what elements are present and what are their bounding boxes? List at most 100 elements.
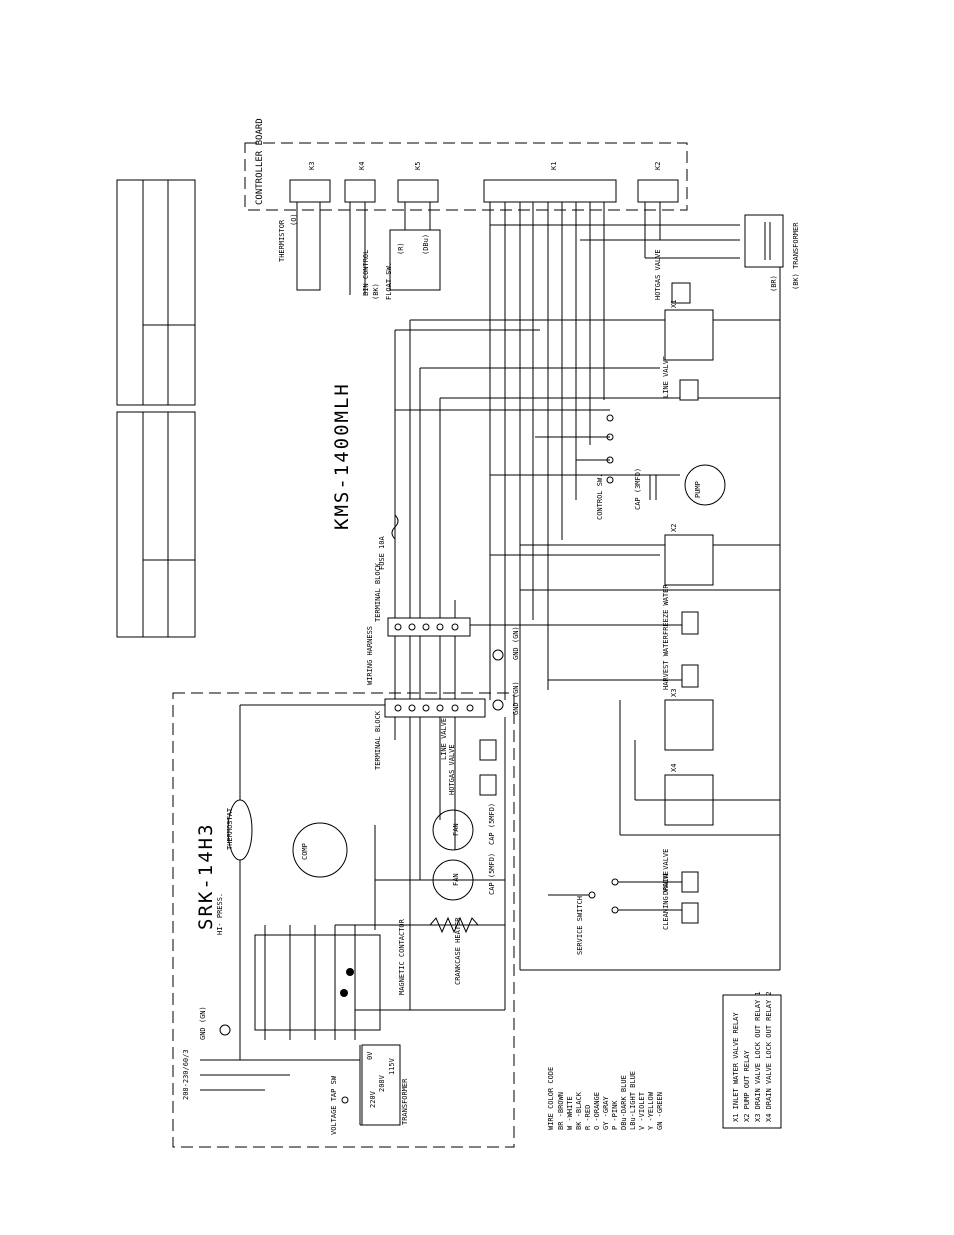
relay-legend-item: X1 INLET WATER VALVE RELAY bbox=[732, 1012, 740, 1122]
bin-control-color: (BK) bbox=[372, 283, 380, 300]
freeze-water: FREEZE WATER bbox=[662, 584, 699, 635]
crankcase-heater-label: CRANKCASE HEATER bbox=[454, 917, 462, 985]
float-switch-dbu: (DBu) bbox=[422, 234, 430, 255]
line-valve: LINE VALVE bbox=[662, 356, 699, 401]
voltage-tap-switch: VOLTAGE TAP SW bbox=[330, 1075, 349, 1135]
service-switch-label: SERVICE SWITCH bbox=[576, 896, 584, 955]
relay-legend: X1 INLET WATER VALVE RELAY X2 PUMP OUT R… bbox=[722, 991, 782, 1129]
fan-label-2: FAN bbox=[452, 873, 460, 886]
controller-connectors: CONTROLLER BOARD K3 K4 K5 K1 K2 bbox=[255, 118, 679, 205]
controller-board-outline bbox=[244, 142, 688, 211]
wire-color-legend: WIRE COLOR CODE BR -BROWN W -WHITE BK -B… bbox=[547, 1067, 664, 1130]
fan-cap-label-2: CAP (5MFD) bbox=[488, 853, 496, 895]
relay-x2: X2 bbox=[664, 524, 714, 586]
hotgas-valve-remote-label: HOTGAS VALVE bbox=[448, 744, 456, 795]
drain-valve-label: DRAIN VALVE bbox=[662, 849, 670, 895]
thermostat: THERMOSTAT bbox=[226, 799, 253, 861]
hotgas-valve-label: HOTGAS VALVE bbox=[654, 249, 662, 300]
freeze-water-label: FREEZE WATER bbox=[662, 584, 670, 635]
fan-label-1: FAN bbox=[452, 823, 460, 836]
control-switch-label: CONTROL SW. bbox=[596, 474, 604, 520]
bin-control-label: BIN CONTROL bbox=[362, 250, 370, 296]
pump-cap-label: CAP (3MFD) bbox=[634, 468, 642, 510]
wire-color-title: WIRE COLOR CODE bbox=[547, 1067, 555, 1130]
voltage-tap-label: VOLTAGE TAP SW bbox=[330, 1075, 338, 1135]
line-valve-remote-label: LINE VALVE bbox=[440, 718, 448, 760]
line-valve-label: LINE VALVE bbox=[662, 356, 670, 398]
wire-color-item: V -VIOLET bbox=[638, 1091, 646, 1130]
k4-label: K4 bbox=[358, 162, 366, 170]
float-switch-label: FLOAT SW. bbox=[385, 262, 393, 300]
fan-cap-label-1: CAP (5MFD) bbox=[488, 803, 496, 845]
ground-symbol-2: GND (GN) bbox=[492, 681, 520, 715]
tap-220: 220V bbox=[369, 1090, 377, 1108]
k3-label: K3 bbox=[308, 162, 316, 170]
wire-color-item: O -ORANGE bbox=[593, 1092, 601, 1130]
compressor-label: COMP bbox=[301, 843, 309, 860]
line-valve-remote: LINE VALVE bbox=[440, 718, 497, 761]
wire-color-item: GN -GREEN bbox=[656, 1092, 664, 1130]
ground-label-3: GND (GN) bbox=[199, 1006, 207, 1040]
relay-x3: X3 bbox=[664, 689, 714, 751]
wire-color-item: P -PINK bbox=[611, 1100, 619, 1130]
relay-legend-item: X4 DRAIN VALVE LOCK OUT RELAY 2 bbox=[765, 991, 773, 1122]
cleaning-valve-label: CLEANING VALVE bbox=[662, 871, 670, 930]
relay-x4-label: X4 bbox=[670, 764, 678, 772]
terminal-block-upper: TERMINAL BLOCK bbox=[374, 562, 471, 637]
wire-color-item: DBu-DARK BLUE bbox=[620, 1075, 628, 1130]
relay-legend-item: X3 DRAIN VALVE LOCK OUT RELAY 1 bbox=[754, 991, 762, 1122]
drain-valve: DRAIN VALVE bbox=[618, 849, 699, 895]
terminal-block-lower: TERMINAL BLOCK bbox=[374, 698, 486, 770]
tap-208: 208V bbox=[378, 1074, 386, 1092]
magnetic-contactor: MAGNETIC CONTACTOR bbox=[254, 918, 406, 1031]
relay-x1-label: X1 bbox=[670, 300, 678, 308]
relay-legend-item: X2 PUMP OUT RELAY bbox=[743, 1050, 751, 1122]
relay-x3-label: X3 bbox=[670, 689, 678, 697]
tap-115: 115V bbox=[388, 1057, 396, 1075]
terminal-block-upper-label: TERMINAL BLOCK bbox=[374, 562, 382, 622]
tap-0: 0V bbox=[366, 1051, 374, 1060]
wire-color-item: LBu-LIGHT BLUE bbox=[629, 1071, 637, 1130]
service-switch: SERVICE SWITCH bbox=[548, 878, 619, 955]
compressor: COMP bbox=[292, 822, 348, 878]
ground-symbol-1: GND (GN) bbox=[492, 626, 520, 661]
supply-label: 208-230/60/3 bbox=[182, 1049, 190, 1100]
hotgas-valve-remote: HOTGAS VALVE bbox=[448, 744, 497, 796]
cleaning-valve: CLEANING VALVE bbox=[618, 871, 699, 930]
ground-label-1: GND (GN) bbox=[512, 626, 520, 660]
fan-motor-2: FAN CAP (5MFD) bbox=[432, 853, 496, 901]
model-title-remote: SRK-14H3 bbox=[195, 822, 217, 930]
power-supply: 208-230/60/3 bbox=[182, 1049, 190, 1100]
relay-x1: X1 bbox=[664, 300, 714, 361]
thermistor-label: THERMISTOR bbox=[278, 219, 286, 262]
pump-motor: PUMP bbox=[684, 464, 726, 506]
wire-color-item: BR -BROWN bbox=[557, 1092, 565, 1130]
hotgas-valve: HOTGAS VALVE bbox=[654, 249, 691, 304]
controller-board-label: CONTROLLER BOARD bbox=[255, 118, 265, 205]
ground-symbol-3: GND (GN) bbox=[199, 1006, 231, 1040]
k2-label: K2 bbox=[654, 162, 662, 170]
model-title-main: KMS-1400MLH bbox=[331, 382, 353, 530]
ground-label-2: GND (GN) bbox=[512, 681, 520, 715]
remote-wiring bbox=[200, 704, 506, 1126]
k5-label: K5 bbox=[414, 162, 422, 170]
transformer-label: (BK) TRANSFORMER bbox=[792, 222, 800, 290]
remote-transformer: 220V 208V 115V 0V TRANSFORMER bbox=[361, 1044, 409, 1126]
terminal-block-lower-label: TERMINAL BLOCK bbox=[374, 710, 382, 770]
fan-motor-1: FAN CAP (5MFD) bbox=[432, 803, 496, 851]
relay-x2-label: X2 bbox=[670, 524, 678, 532]
control-transformer: (BK) TRANSFORMER (BR) bbox=[744, 214, 800, 292]
harvest-water: HARVEST WATER bbox=[662, 634, 699, 690]
harvest-water-label: HARVEST WATER bbox=[662, 634, 670, 690]
fuse: FUSE 10A bbox=[378, 514, 399, 570]
pump-cap: CAP (3MFD) bbox=[634, 468, 657, 510]
control-switch: CONTROL SW. bbox=[596, 414, 614, 520]
wiring-harness-label: WIRING HARNESS bbox=[366, 626, 374, 685]
wiring-harness: WIRING HARNESS bbox=[366, 626, 374, 685]
transformer-br: (BR) bbox=[770, 275, 778, 292]
relay-x4: X4 bbox=[664, 764, 714, 826]
wire-color-item: W -WHITE bbox=[566, 1096, 574, 1130]
pump-label: PUMP bbox=[694, 481, 702, 498]
wire-color-item: GY -GRAY bbox=[602, 1095, 610, 1130]
